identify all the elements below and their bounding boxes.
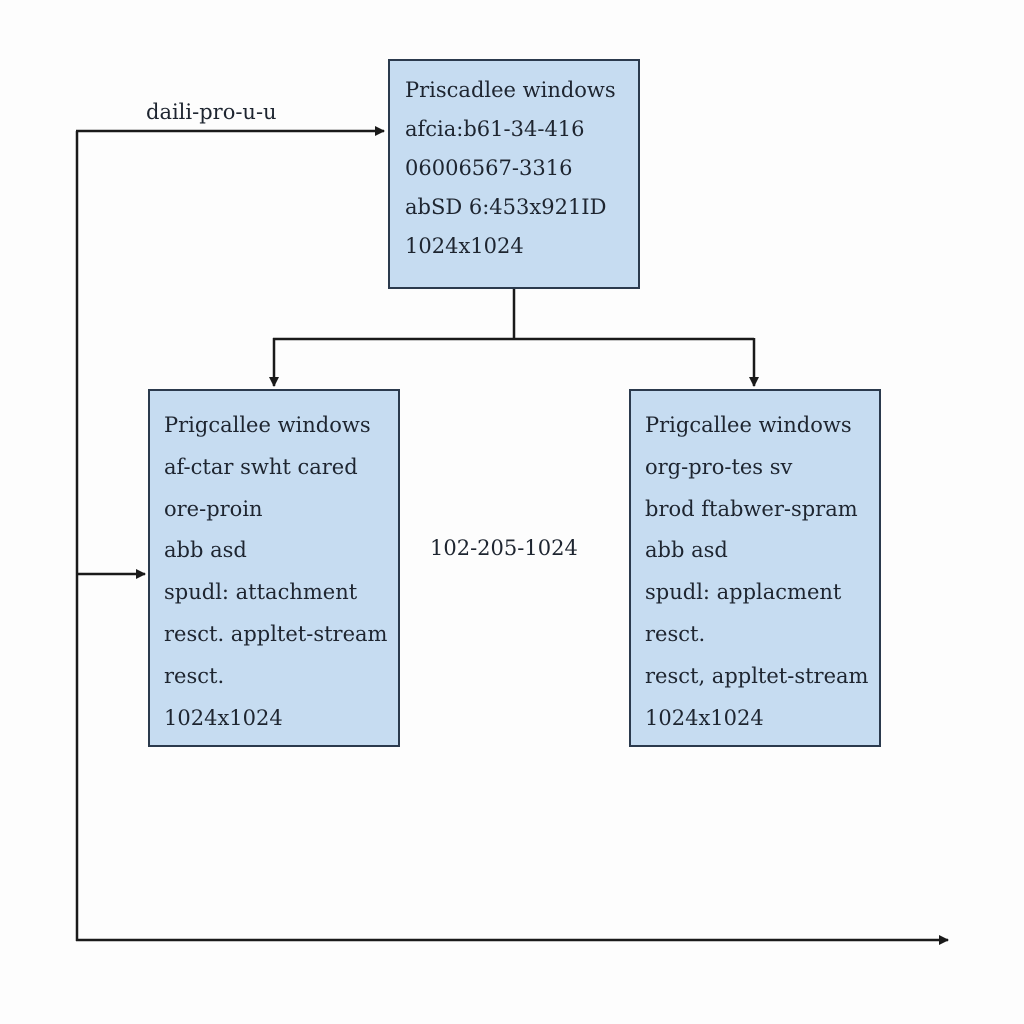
node-right-line-3: brod ftabwer-spram bbox=[645, 496, 858, 521]
node-left-line-2: af-ctar swht cared bbox=[164, 454, 358, 479]
node-right-line-7: resct, appltet-stream bbox=[645, 663, 869, 688]
center-label: 102-205-1024 bbox=[430, 536, 578, 560]
node-left-line-5: spudl: attachment bbox=[164, 580, 358, 605]
node-top-line-4: abSD 6:453x921ID bbox=[405, 195, 607, 219]
node-left-line-7: resct. bbox=[164, 663, 225, 688]
node-right-line-2: org-pro-tes sv bbox=[645, 454, 793, 479]
node-left-line-4: abb asd bbox=[164, 538, 247, 563]
node-box-top: Priscadlee windows afcia:b61-34-416 0600… bbox=[388, 59, 640, 289]
node-box-right: Prigcallee windows org-pro-tes sv brod f… bbox=[629, 389, 881, 747]
node-right-line-1: Prigcallee windows bbox=[645, 413, 852, 437]
node-right-line-6: resct. bbox=[645, 621, 706, 646]
node-left-line-1: Prigcallee windows bbox=[164, 413, 371, 437]
node-left-line-3: ore-proin bbox=[164, 496, 263, 521]
node-top-line-1: Priscadlee windows bbox=[405, 78, 616, 102]
node-box-left: Prigcallee windows af-ctar swht cared or… bbox=[148, 389, 400, 747]
node-right-line-8: 1024x1024 bbox=[645, 705, 764, 730]
node-top-line-3: 06006567-3316 bbox=[405, 156, 573, 180]
node-right-line-4: abb asd bbox=[645, 538, 728, 563]
node-top-line-2: afcia:b61-34-416 bbox=[405, 117, 585, 141]
node-right-line-5: spudl: applacment bbox=[645, 580, 842, 605]
node-left-line-8: 1024x1024 bbox=[164, 705, 283, 730]
node-top-line-5: 1024x1024 bbox=[405, 234, 524, 258]
node-left-line-6: resct. appltet-stream bbox=[164, 621, 388, 646]
top-edge-label: daili-pro-u-u bbox=[146, 100, 277, 124]
